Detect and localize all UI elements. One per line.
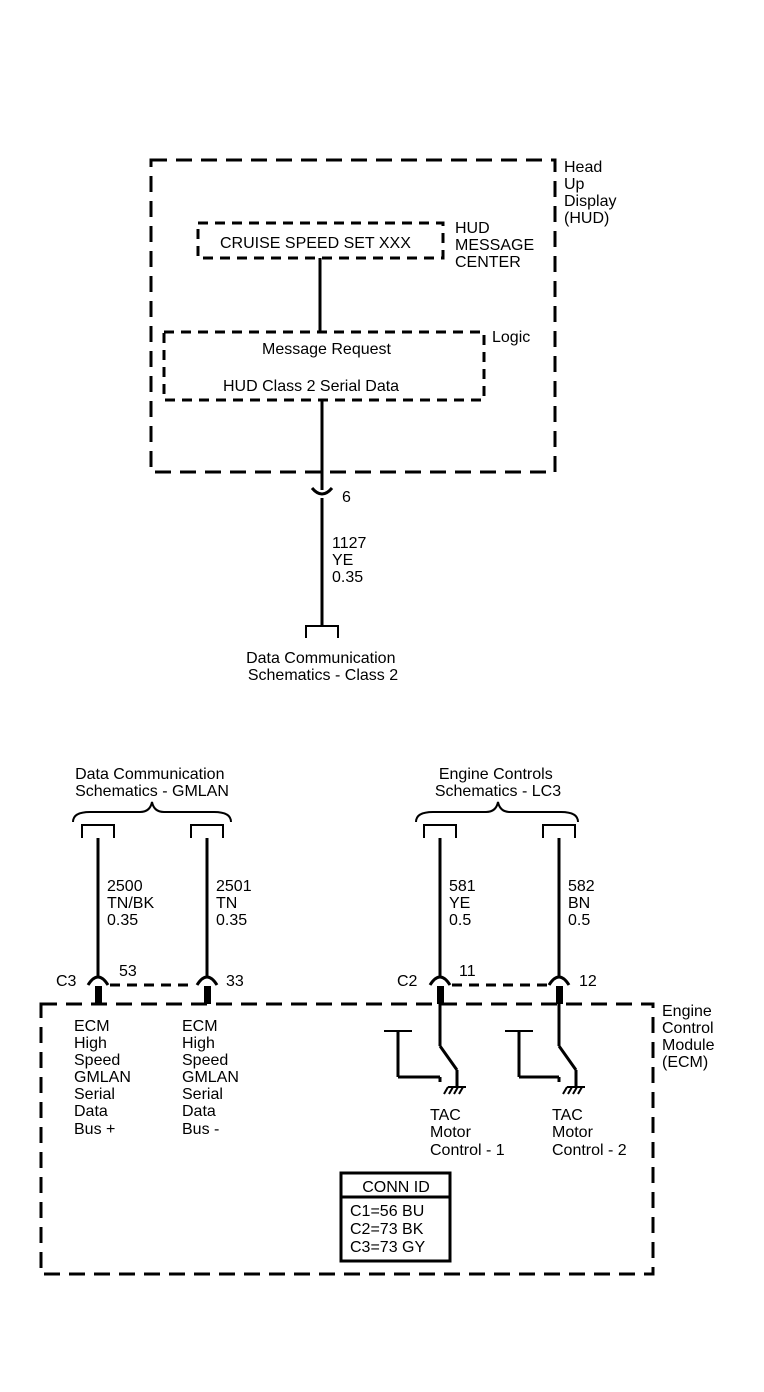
engine-brace (415, 801, 579, 823)
gmlan-link-right (190, 824, 224, 838)
engine-link-right (542, 824, 576, 838)
pin12-terminal (556, 986, 563, 1004)
tac-motor-control-1-label: TAC Motor Control - 1 (430, 1107, 505, 1159)
c3-connector-label: C3 (56, 973, 77, 990)
c3-pin53-symbol (86, 975, 110, 986)
engine-title: Engine Controls Schematics - LC3 (435, 766, 561, 800)
c2-pin11-symbol (428, 975, 452, 986)
c3-pin33-number: 33 (226, 973, 244, 990)
c2-pin12-number: 12 (579, 973, 597, 990)
wire-2500-label: 2500 TN/BK 0.35 (107, 878, 159, 929)
logic-message-request: Message Request (262, 341, 392, 358)
class2-destination-label: Data Communication Schematics - Class 2 (246, 650, 400, 684)
c2-pin11-number: 11 (459, 963, 476, 980)
ecm-bus-minus-label: ECM High Speed GMLAN Serial Data Bus - (182, 1018, 243, 1138)
hud-module-label: Head Up Display (HUD) (564, 159, 621, 227)
wire-581-label: 581 YE 0.5 (449, 878, 480, 929)
logic-label: Logic (492, 329, 530, 346)
message-center-box (196, 221, 445, 260)
ecm-bus-plus-label: ECM High Speed GMLAN Serial Data Bus + (74, 1018, 135, 1138)
class2-link-symbol (305, 625, 339, 638)
tac-motor-control-2-label: TAC Motor Control - 2 (552, 1107, 627, 1159)
engine-link-left (423, 824, 457, 838)
hud-wire-label: 1127 YE 0.35 (332, 535, 371, 586)
pin33-terminal (204, 986, 211, 1004)
gmlan-brace (72, 801, 232, 823)
ecm-module-label: Engine Control Module (ECM) (662, 1003, 719, 1071)
hud-pin-number: 6 (342, 489, 351, 506)
message-center-text: CRUISE SPEED SET XXX (220, 235, 411, 252)
hud-module-outline (149, 158, 557, 474)
logic-box (162, 330, 486, 402)
hud-pin-connector-symbol (310, 486, 334, 496)
conn-id-table: CONN ID C1=56 BU C2=73 BK C3=73 GY (339, 1171, 452, 1263)
tac-motor-control-1-switch (384, 1004, 466, 1095)
ecm-module-outline (39, 1002, 655, 1276)
message-center-label: HUD MESSAGE CENTER (455, 220, 539, 271)
c2-connector-label: C2 (397, 973, 418, 990)
c3-pin53-number: 53 (119, 963, 137, 980)
c3-pin33-symbol (195, 975, 219, 986)
conn-id-title: CONN ID (362, 1179, 430, 1196)
conn-id-row: C3=73 GY (350, 1239, 425, 1256)
conn-id-row: C1=56 BU (350, 1203, 424, 1220)
c2-pin12-symbol (547, 975, 571, 986)
wire-2501-label: 2501 TN 0.35 (216, 878, 256, 929)
logic-serial-data: HUD Class 2 Serial Data (223, 378, 399, 395)
wire-582-label: 582 BN 0.5 (568, 878, 599, 929)
pin53-terminal (95, 986, 102, 1004)
tac-motor-control-2-switch (505, 1004, 585, 1095)
pin11-terminal (437, 986, 444, 1004)
conn-id-row: C2=73 BK (350, 1221, 424, 1238)
gmlan-title: Data Communication Schematics - GMLAN (75, 766, 229, 800)
gmlan-link-left (81, 824, 115, 838)
